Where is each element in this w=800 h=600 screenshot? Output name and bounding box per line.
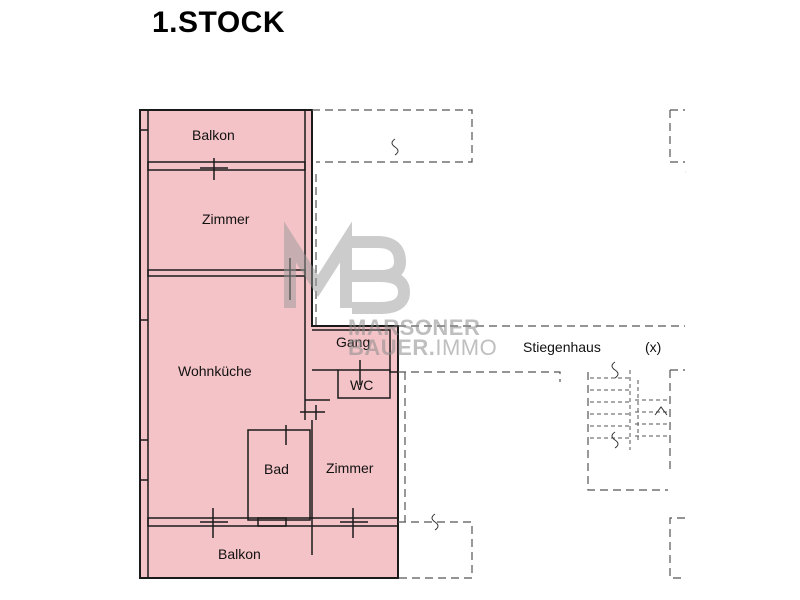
floor-title: 1.STOCK — [152, 6, 285, 39]
room-balkon-top: Balkon — [192, 127, 235, 143]
stairwell-marker: (x) — [645, 339, 662, 355]
stairwell-label: Stiegenhaus — [523, 339, 601, 355]
room-wohnkueche: Wohnküche — [178, 363, 252, 379]
logo-line2: BAUER.IMMO — [348, 335, 498, 360]
logo-line1: MARSONER — [348, 315, 481, 340]
room-bad: Bad — [264, 461, 289, 477]
logo-monogram — [284, 221, 411, 314]
room-zimmer-bottom: Zimmer — [326, 460, 374, 476]
apartment-area — [139, 109, 399, 579]
room-zimmer-top: Zimmer — [202, 211, 250, 227]
logo-wordmark: MARSONER BAUER.IMMO — [348, 315, 498, 360]
room-gang: Gang — [336, 334, 371, 350]
neighbour-outline — [312, 109, 685, 579]
room-balkon-bottom: Balkon — [218, 546, 261, 562]
stairs — [590, 370, 668, 450]
room-wc: WC — [350, 377, 374, 393]
door-swing-marks — [391, 138, 668, 531]
